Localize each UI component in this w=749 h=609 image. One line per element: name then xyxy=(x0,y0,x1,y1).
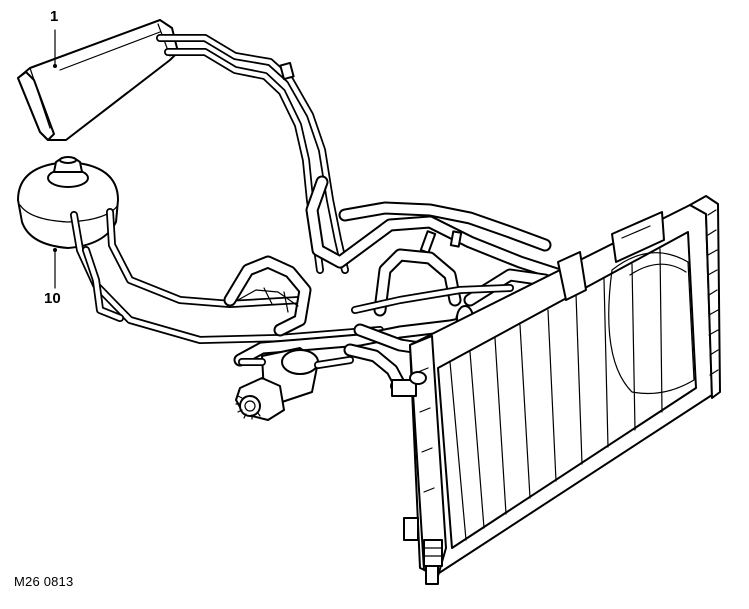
thermostat-housing xyxy=(235,347,354,421)
callout-1-dot xyxy=(53,64,57,68)
expansion-tank-hoses xyxy=(70,208,384,344)
radiator xyxy=(391,195,721,585)
callout-10-dot xyxy=(53,248,57,252)
callout-label-1: 1 xyxy=(50,8,59,25)
bypass-hose xyxy=(305,175,567,282)
heater-matrix xyxy=(17,19,179,141)
figure-code: M26 0813 xyxy=(14,574,74,589)
expansion-tank xyxy=(17,156,119,249)
callout-label-10: 10 xyxy=(44,290,61,307)
